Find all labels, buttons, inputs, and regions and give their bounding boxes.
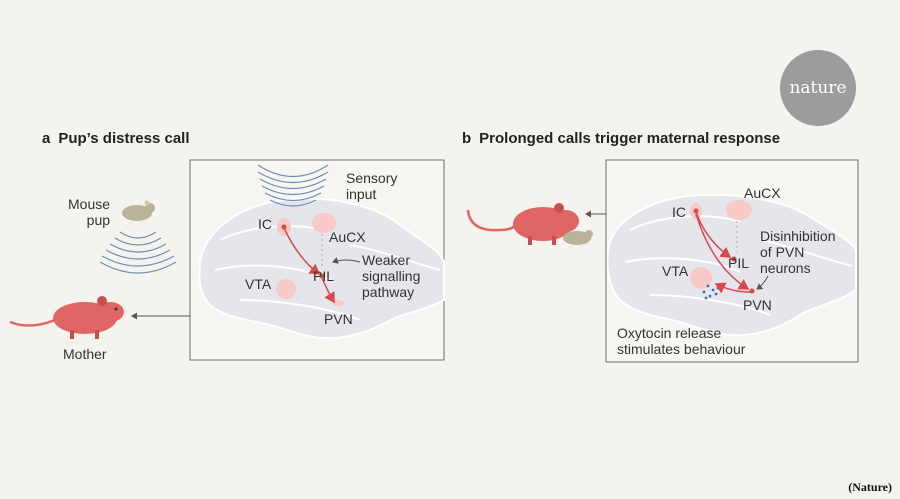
- aucx-label-a: AuCX: [329, 229, 366, 245]
- brain-b-illustration: [606, 193, 857, 337]
- pil-label-b: PIL: [728, 255, 750, 271]
- panel-a-title: a Pup’s distress call: [42, 130, 190, 147]
- mouse-pup-label: Mouse pup: [68, 196, 111, 228]
- pil-pvn-pathway-a: [321, 277, 335, 304]
- ic-label-a: IC: [258, 216, 272, 232]
- sound-waves-a: [257, 164, 329, 207]
- panel-a-title-text: Pup’s distress call: [58, 130, 190, 147]
- pil-dot-b: [731, 256, 737, 262]
- pvn-dot-b: [749, 288, 755, 294]
- panel-b-title-text: Prolonged calls trigger maternal respons…: [479, 130, 781, 147]
- vta-label-a: VTA: [245, 276, 272, 292]
- pvn-label-a: PVN: [324, 311, 353, 327]
- vta-region-b: [690, 267, 712, 289]
- vta-label-b: VTA: [662, 263, 689, 279]
- panel-b-title: b Prolonged calls trigger maternal respon…: [462, 130, 780, 147]
- ic-label-b: IC: [672, 204, 686, 220]
- panel-b-letter: b: [462, 130, 472, 147]
- mother-with-pup-b: [466, 203, 593, 245]
- pil-label-a: PIL: [313, 268, 335, 284]
- aucx-region-a: [312, 213, 336, 233]
- ic-pvn-pathway-b: [695, 213, 750, 290]
- ic-pil-pathway-b: [695, 211, 732, 258]
- brain-a-illustration: [198, 197, 445, 340]
- ic-dot-b: [693, 208, 699, 214]
- mouse-pup-a: [122, 200, 155, 221]
- disinhibition-pointer-b: [756, 275, 769, 290]
- pvn-region-a: [332, 300, 344, 306]
- ic-pil-pathway-a: [283, 227, 321, 275]
- sound-waves-pup: [99, 231, 177, 274]
- oxytocin-label: Oxytocin release stimulates behaviour: [617, 325, 746, 357]
- vta-region-a: [276, 279, 296, 299]
- pil-dot-a: [319, 273, 325, 279]
- source-credit: (Nature): [848, 480, 892, 494]
- aucx-label-b: AuCX: [744, 185, 781, 201]
- disinhibition-label: Disinhibition of PVN neurons: [760, 228, 836, 276]
- pvn-vta-pathway-b: [714, 282, 751, 294]
- weaker-pathway-label: Weaker signalling pathway: [362, 252, 421, 300]
- pvn-label-b: PVN: [743, 297, 772, 313]
- mother-mouse-a: [9, 296, 124, 339]
- aucx-region-b: [726, 200, 752, 220]
- ic-dot-a: [281, 224, 287, 230]
- sensory-input-label: Sensory input: [346, 170, 398, 202]
- panel-a-letter: a: [42, 130, 51, 147]
- weaker-pointer-a: [332, 257, 361, 264]
- nature-logo: nature: [780, 50, 856, 126]
- mother-label: Mother: [63, 346, 107, 362]
